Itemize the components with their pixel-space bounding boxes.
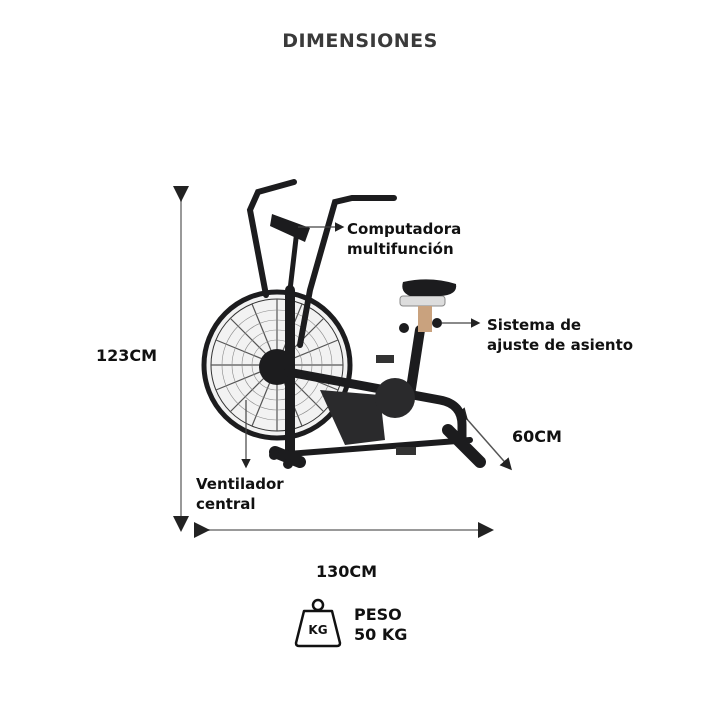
pedal-bottom [396,447,416,455]
seat-post [418,306,432,332]
flywheel [375,378,415,418]
weight-info: KG PESO 50 KG [292,597,442,649]
bike-frame [246,179,486,468]
weight-label: PESO [354,605,402,624]
svg-text:KG: KG [308,623,327,637]
seat-knob [432,318,442,328]
pedal-top [376,355,394,363]
weight-kg-icon: KG [294,598,342,648]
fan-callout: Ventilador central [196,475,284,513]
page-title: DIMENSIONES [282,30,438,52]
seat-callout: Sistema de ajuste de asiento [487,316,634,354]
seat-knob-left [399,323,409,333]
seat [402,279,457,296]
height-label: 123CM [96,346,158,365]
width-label: 130CM [316,562,378,581]
computer-callout: Computadora multifunción [347,220,462,258]
fan-wheel [201,289,353,441]
depth-dimension-arrow [455,407,512,471]
computer-console [270,214,310,242]
depth-label: 60CM [512,427,562,446]
seat-slider [399,295,446,307]
crank-housing [320,390,385,445]
weight-value: 50 KG [354,625,408,644]
weight-text: PESO 50 KG [354,605,407,645]
